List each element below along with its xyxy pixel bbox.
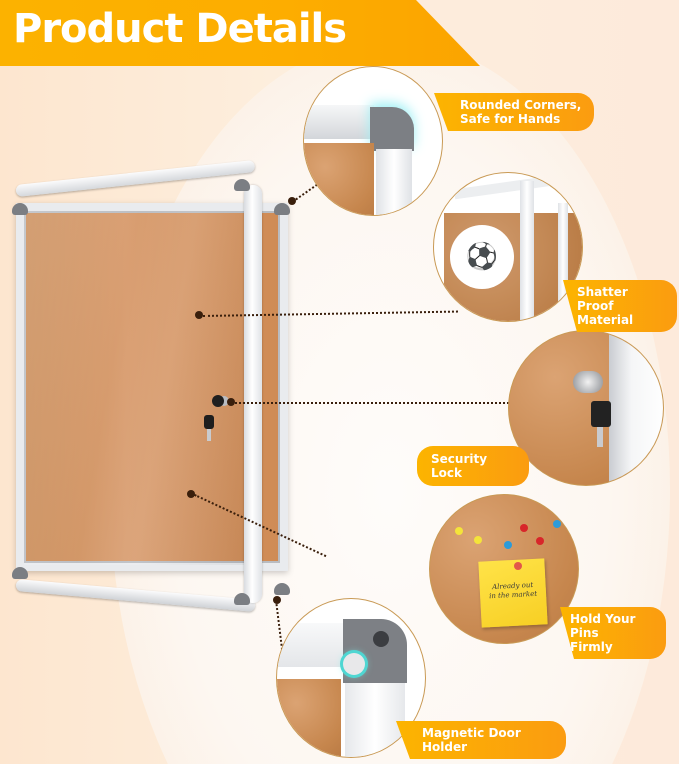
callout-dot-lock — [227, 398, 235, 406]
yellow-pin-icon — [455, 527, 463, 535]
ball-impact-icon: ⚽ — [450, 225, 514, 289]
screw-icon — [373, 631, 389, 647]
lock-cylinder-icon — [573, 371, 603, 393]
sticky-note: Already out in the market — [478, 558, 548, 628]
feature-circle-rounded-corners — [303, 66, 443, 216]
rounded-corner-cap-icon — [370, 107, 414, 151]
frame-top-rail — [304, 105, 374, 139]
frame-side-rail — [376, 149, 412, 215]
key-blade — [597, 427, 603, 447]
label-line: Security Lock — [431, 452, 488, 480]
label-line: Rounded Corners, — [460, 98, 582, 112]
callout-dot-magnet — [273, 596, 281, 604]
callout-dot-material — [195, 311, 203, 319]
frame-side-rail — [520, 181, 534, 321]
cork-surface — [277, 679, 341, 757]
blue-pin-icon — [504, 541, 512, 549]
page-title: Product Details — [13, 6, 347, 52]
callout-dot-pins — [187, 490, 195, 498]
cork-board-back-panel — [16, 203, 288, 571]
corner-cap-icon — [12, 203, 28, 215]
feature-circle-security-lock — [508, 330, 664, 486]
cork-surface — [304, 143, 374, 215]
magnet-icon — [343, 653, 365, 675]
bulletin-board-product — [12, 159, 302, 612]
key-blade — [207, 429, 211, 441]
yellow-pin-icon — [474, 536, 482, 544]
glass-door-panel — [24, 211, 249, 565]
label-line: Magnetic Door Holder — [422, 726, 521, 754]
feature-circle-shatter-proof: ⚽ — [433, 172, 583, 322]
door-right-frame — [244, 185, 262, 603]
corner-cap-icon — [234, 593, 250, 605]
label-rounded-corners: Rounded Corners, Safe for Hands — [434, 93, 594, 131]
header-banner: Product Details — [0, 0, 480, 66]
label-magnetic-door: Magnetic Door Holder — [396, 721, 566, 759]
label-line: Hold Your Pins — [570, 612, 636, 640]
label-line: Firmly — [570, 640, 613, 654]
label-line: Safe for Hands — [460, 112, 561, 126]
frame-top-rail — [277, 623, 345, 667]
red-pin-icon — [536, 537, 544, 545]
key-icon — [204, 415, 214, 429]
callout-line-lock — [235, 402, 517, 404]
corner-cap-icon — [274, 203, 290, 215]
lock-icon — [212, 395, 224, 407]
label-shatter-proof: Shatter Proof Material — [563, 280, 677, 332]
frame-side-rail — [345, 683, 405, 757]
label-hold-pins: Hold Your Pins Firmly — [560, 607, 666, 659]
label-security-lock: Security Lock — [417, 446, 529, 486]
corner-cap-icon — [274, 583, 290, 595]
frame-side-rail — [609, 331, 663, 485]
label-line: Proof Material — [577, 299, 634, 327]
corner-cap-icon — [234, 179, 250, 191]
key-icon — [591, 401, 611, 427]
red-pin-icon — [520, 524, 528, 532]
callout-dot-corner — [288, 197, 296, 205]
frame-side-rail-back — [558, 203, 568, 321]
red-pin-icon — [514, 562, 522, 570]
corner-cap-icon — [12, 567, 28, 579]
label-line: Shatter — [577, 285, 628, 299]
blue-pin-icon — [553, 520, 561, 528]
